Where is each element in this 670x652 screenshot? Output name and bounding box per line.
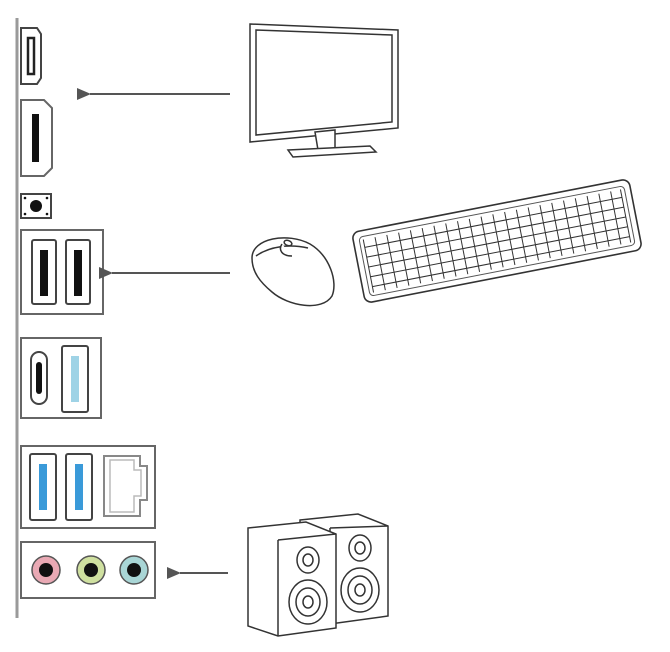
usb2-port-icon [65,239,91,305]
audio-jack-group [20,541,156,599]
usb3-port-icon [29,453,57,521]
audio-jack-line-in-icon [119,555,149,585]
bios-flashback-button-icon [20,193,52,219]
audio-jack-mic-icon [31,555,61,585]
usb3-ethernet-port-group [20,445,156,529]
usb-type-c-port-icon [30,351,48,405]
speakers-icon [247,513,389,637]
usb2-port-icon [31,239,57,305]
usb-typea-port-icon [61,345,89,413]
mouse-icon [251,237,335,307]
usb-c-usb-a-port-group [20,337,102,419]
usb2-port-group [20,229,104,315]
hdmi-port-icon [20,27,42,85]
monitor-icon [249,23,399,158]
audio-jack-line-out-icon [76,555,106,585]
keyboard-icon [352,179,642,303]
displayport-port-icon [20,99,53,177]
ethernet-port-icon [103,455,148,517]
usb3-port-icon [65,453,93,521]
